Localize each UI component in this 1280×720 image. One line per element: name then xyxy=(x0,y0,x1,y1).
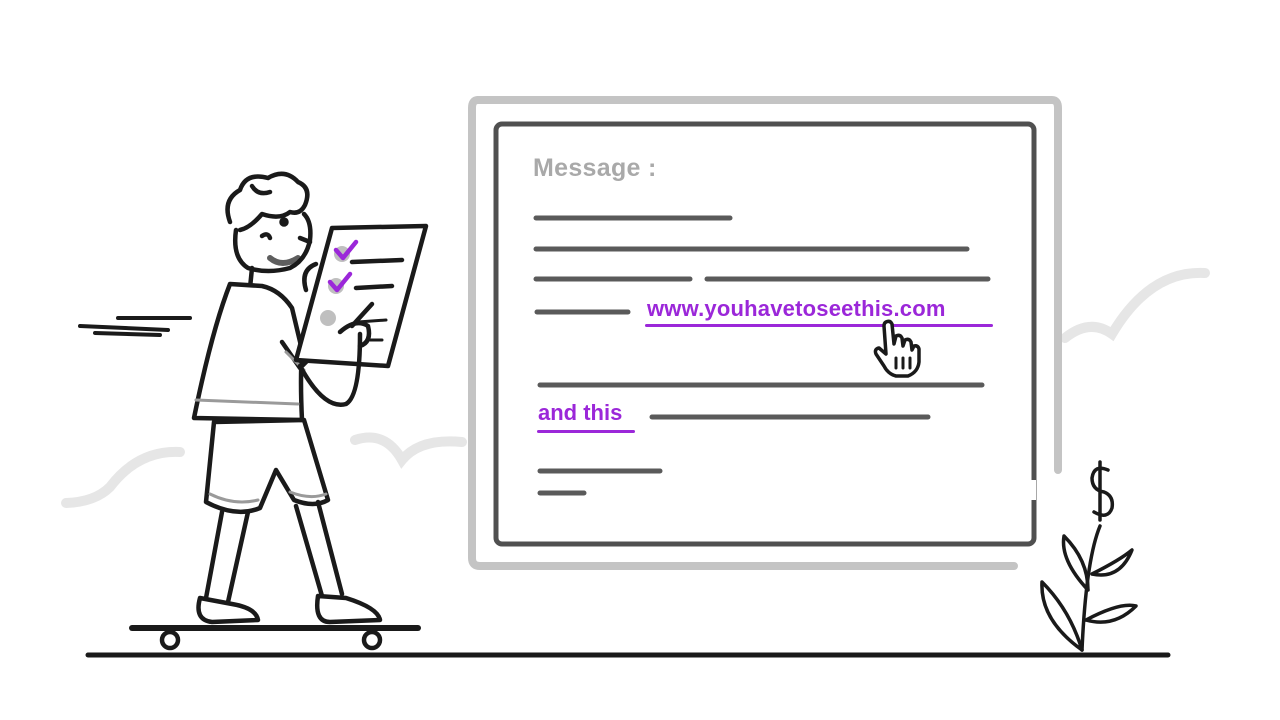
message-window xyxy=(468,96,1062,570)
skateboarder-person xyxy=(129,171,429,651)
speed-lines xyxy=(78,316,192,337)
checklist-checkmarks xyxy=(327,239,359,293)
dollar-plant-icon xyxy=(1040,460,1138,652)
text-placeholder-lines xyxy=(533,215,991,496)
and-this-link[interactable]: and this xyxy=(538,400,623,425)
website-link[interactable]: www.youhavetoseethis.com xyxy=(647,296,946,321)
website-link-underline xyxy=(645,324,993,327)
message-label: Message : xyxy=(533,154,657,182)
and-this-link-underline xyxy=(537,430,635,433)
pointer-hand-icon xyxy=(873,319,921,378)
background-clouds xyxy=(61,267,1210,508)
